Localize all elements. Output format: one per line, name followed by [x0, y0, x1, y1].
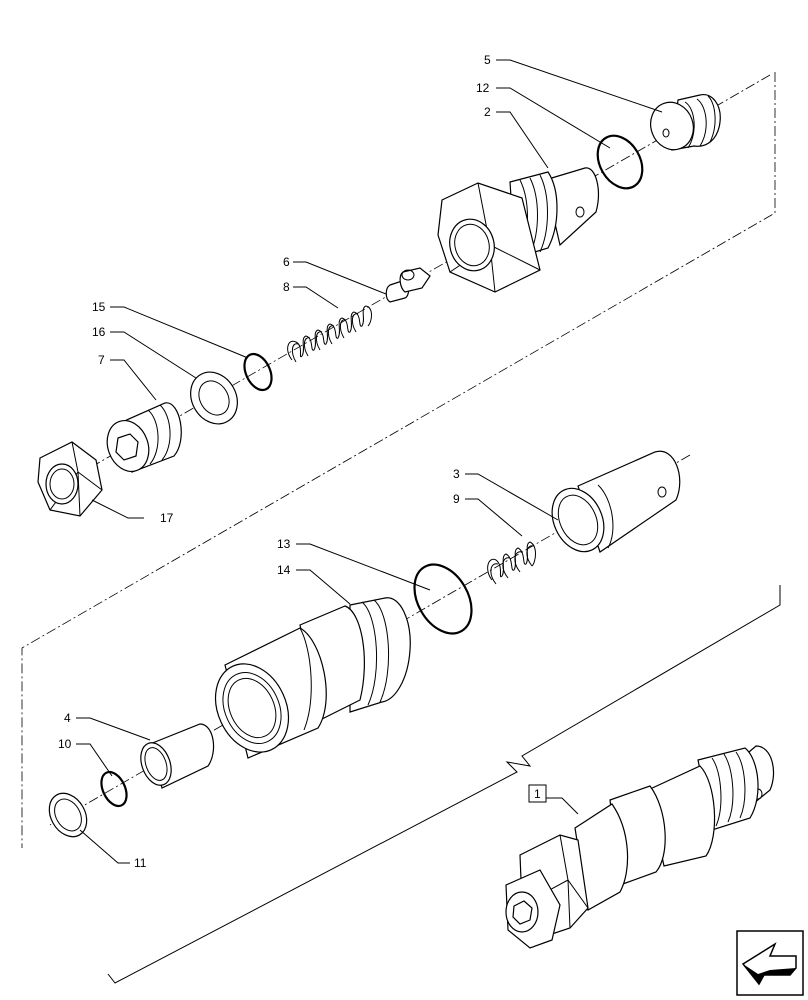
label-10: 10 — [58, 737, 72, 751]
arrow-nav-icon[interactable] — [736, 930, 804, 996]
label-2: 2 — [484, 105, 491, 119]
part-11-backup-ring — [48, 792, 88, 838]
label-13: 13 — [277, 537, 291, 551]
label-6: 6 — [283, 255, 290, 269]
part-12-o-ring — [596, 134, 644, 190]
part-15-o-ring — [243, 352, 273, 392]
label-11: 11 — [134, 856, 147, 870]
part-14-housing — [214, 597, 411, 759]
part-2-valve-body — [437, 167, 599, 293]
label-12: 12 — [476, 81, 490, 95]
part-5-plug — [650, 94, 721, 151]
part-6-pin — [385, 267, 431, 303]
assembly-frame — [107, 585, 781, 984]
label-1-box — [528, 784, 547, 803]
part-16-washer — [190, 371, 238, 425]
callouts: 5 12 2 6 8 15 16 7 17 3 9 13 14 4 10 11 … — [58, 53, 547, 870]
part-17-hex-nut — [37, 441, 103, 517]
label-16: 16 — [92, 325, 106, 339]
label-8: 8 — [283, 280, 290, 294]
label-17: 17 — [160, 511, 174, 525]
part-4-bushing — [140, 723, 215, 789]
leader-lines — [76, 59, 663, 864]
label-5: 5 — [484, 53, 491, 67]
label-7: 7 — [98, 353, 105, 367]
label-3: 3 — [453, 467, 460, 481]
label-15: 15 — [92, 300, 106, 314]
part-7-adjuster-screw — [106, 402, 182, 473]
label-9: 9 — [453, 492, 460, 506]
part-3-sleeve — [551, 450, 681, 553]
part-9-spring — [487, 541, 536, 585]
part-13-o-ring — [413, 563, 473, 635]
part-1-valve-assembly — [505, 745, 775, 949]
label-4: 4 — [64, 711, 71, 725]
label-1: 1 — [534, 787, 541, 801]
part-8-spring — [287, 305, 372, 363]
part-10-o-ring — [100, 770, 128, 808]
label-14: 14 — [277, 563, 291, 577]
